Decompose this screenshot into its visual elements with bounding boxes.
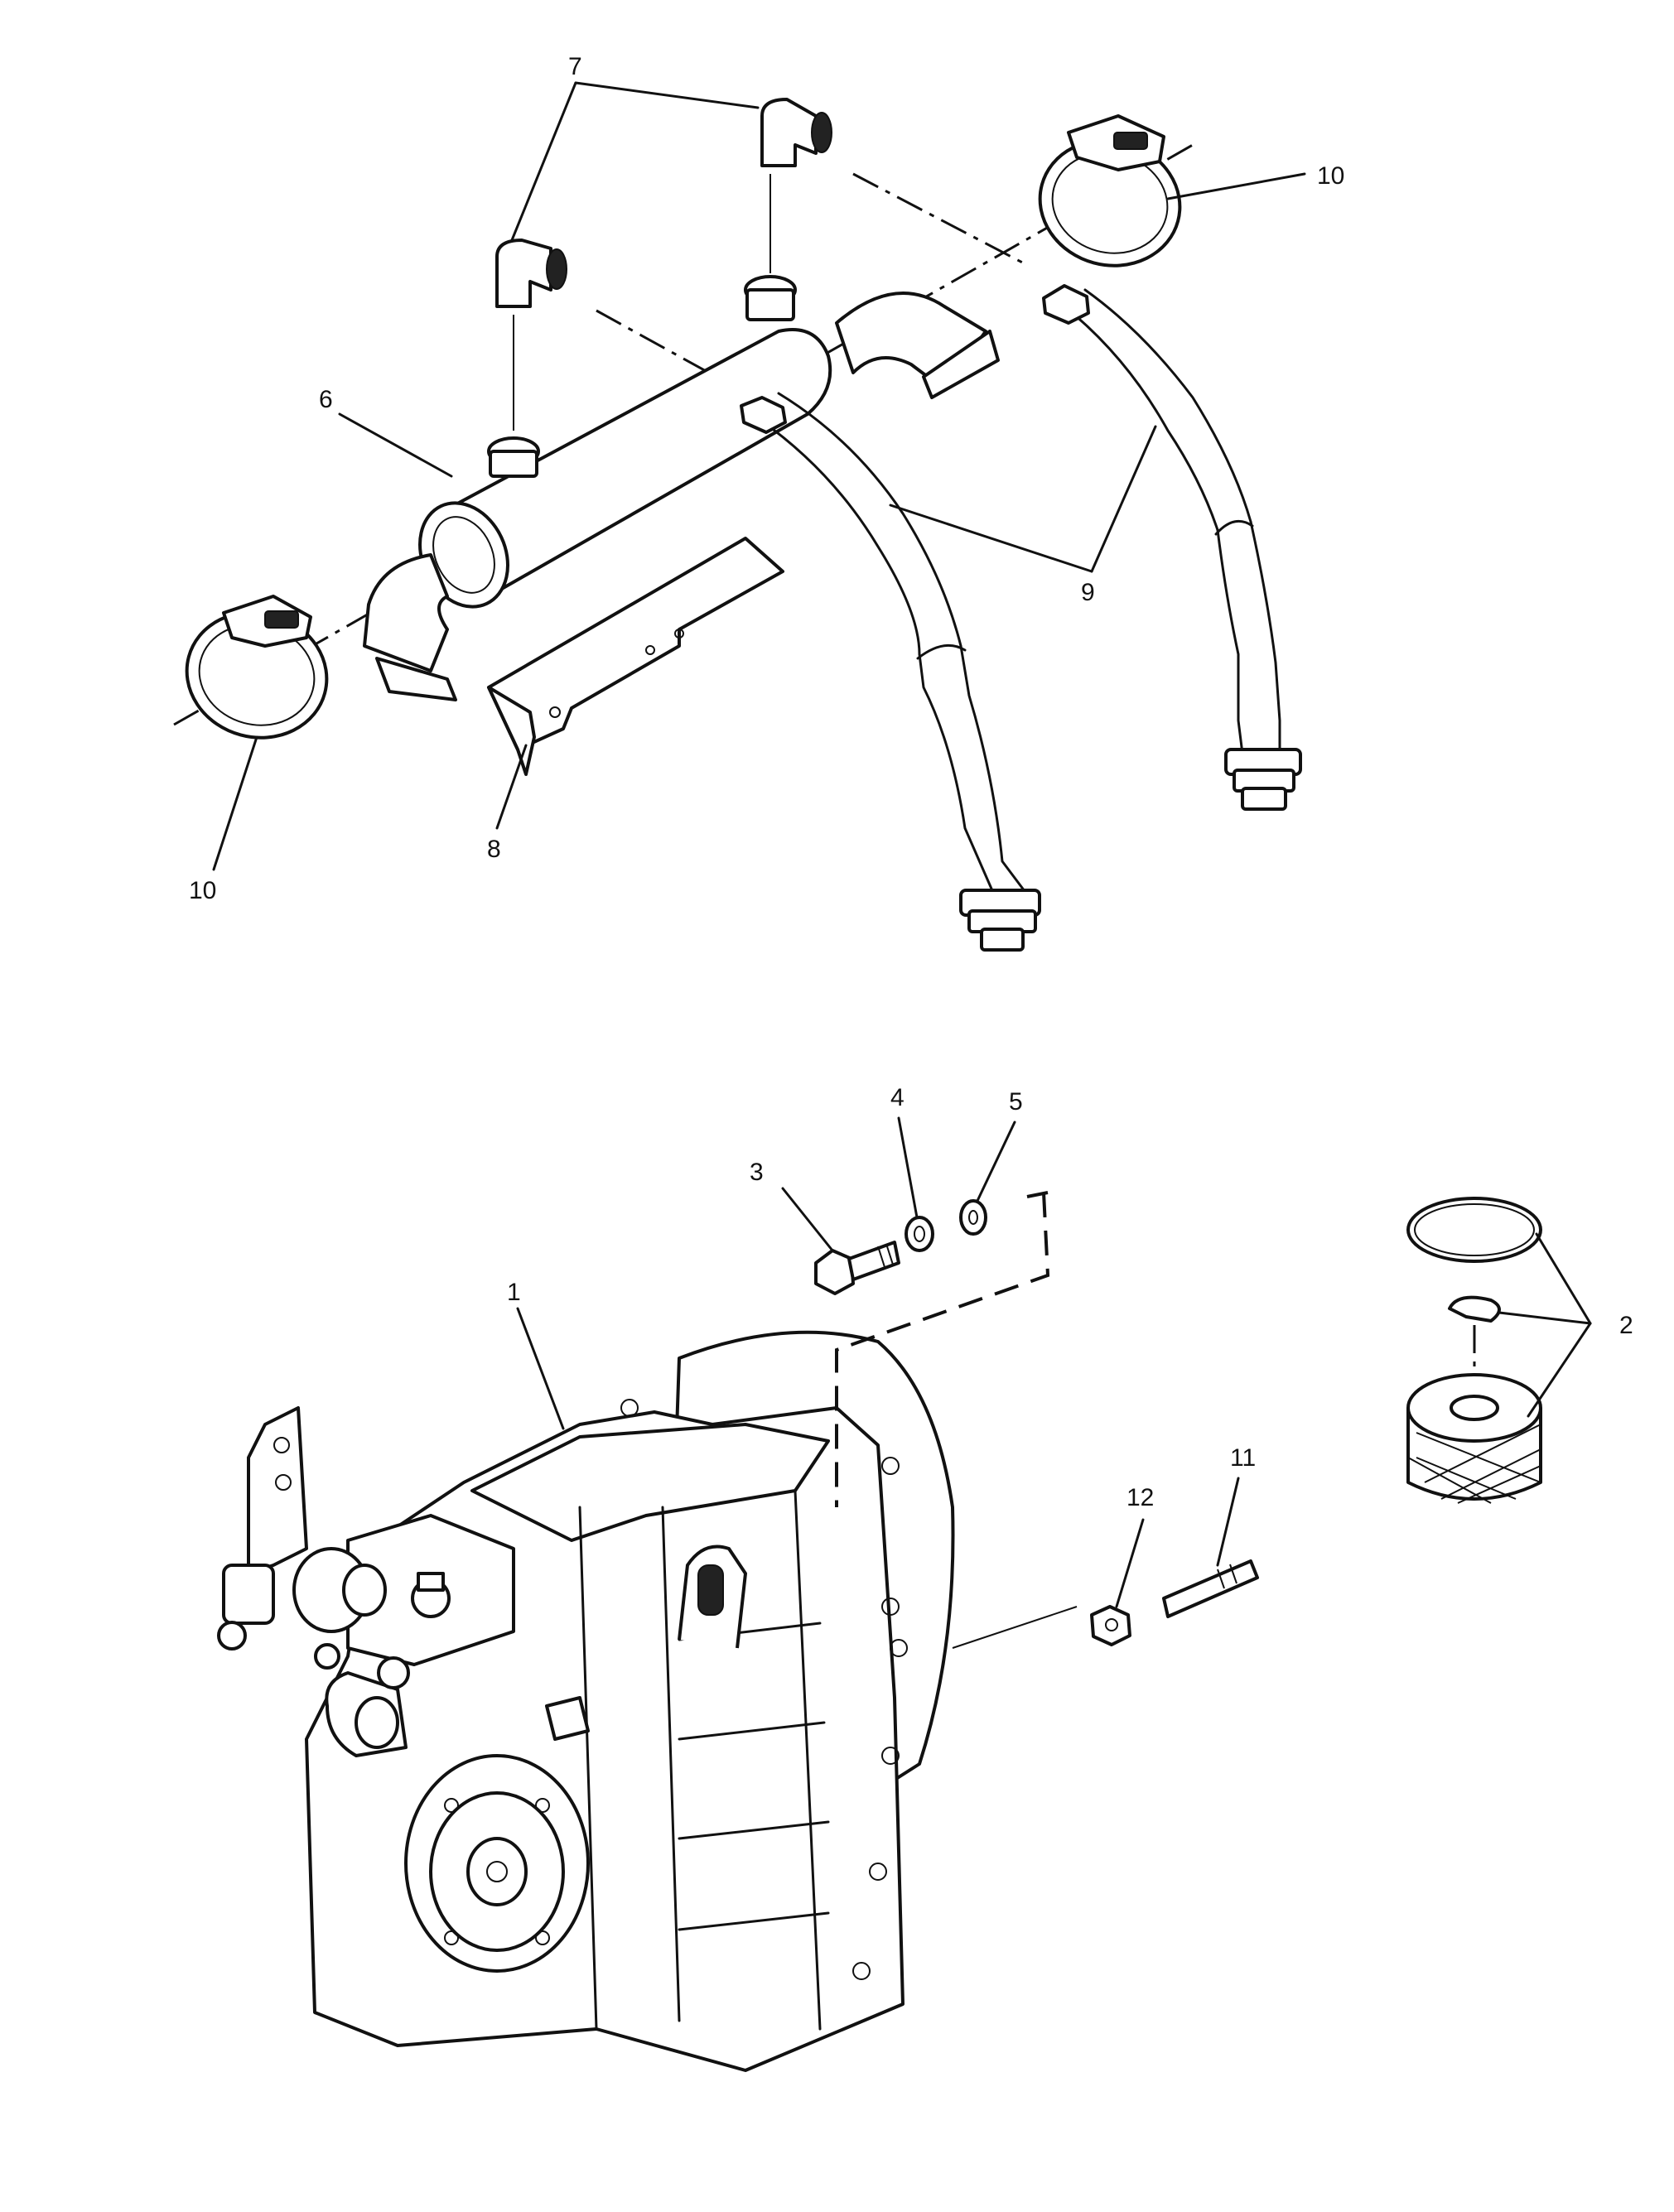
leader-5 [976,1120,1016,1202]
oil-filter-kit [1406,1197,1542,1504]
oil-cooler [363,275,1000,701]
stud [1162,1559,1259,1618]
marine-gearbox-assembly [217,1116,1592,2072]
leader-2b [1498,1311,1592,1325]
lock-washer [905,1216,934,1252]
callout-3: 3 [750,1159,764,1186]
leader-11 [1216,1477,1240,1567]
callout-4: 4 [890,1084,905,1111]
assembly-dash-tick [1026,1191,1049,1198]
leader-3 [781,1187,834,1252]
callout-10-left: 10 [189,877,216,904]
stud-alignment-line [952,1606,1078,1649]
leader-2c [1527,1322,1592,1418]
oil-cooler-assembly [173,81,1306,952]
callout-5: 5 [1009,1088,1023,1116]
shift-lever [217,1406,308,1651]
callout-9: 9 [1081,579,1095,606]
assembly-dashed-line [835,1192,1050,1507]
hose-left [740,392,1041,952]
leader-12 [1115,1518,1145,1608]
bolt [814,1241,900,1295]
leader-9b [1090,425,1157,573]
elbow-fitting-right [760,98,832,273]
nut [1090,1605,1131,1646]
callout-6: 6 [319,386,333,413]
callout-labels: 7 10 6 9 8 10 4 5 3 1 2 11 12 [189,53,1633,1511]
callout-8: 8 [487,836,501,863]
leader-10-right [1166,172,1306,200]
leader-6 [338,412,453,478]
elbow-fitting-left [495,239,567,431]
filter-o-ring [1406,1197,1542,1263]
leader-4 [897,1116,919,1219]
leader-1 [516,1307,565,1430]
leader-2a [1535,1232,1592,1325]
leader-7a [510,81,577,242]
leader-7b [574,81,760,109]
callout-2: 2 [1619,1312,1633,1339]
callout-7: 7 [568,53,582,80]
hose-clamp-left [185,595,329,740]
filter-snap-ring [1448,1295,1501,1323]
callout-1: 1 [507,1279,521,1306]
callout-10-right: 10 [1317,162,1344,190]
leader-10-left [212,735,258,871]
callout-11: 11 [1230,1444,1256,1472]
leader-8 [495,744,528,830]
mounting-bracket [487,537,784,776]
callout-12: 12 [1126,1484,1154,1511]
flat-washer [959,1199,987,1236]
hose-clamp-right [1038,114,1182,267]
leader-9a [889,504,1093,573]
gearbox-housing [292,1330,955,2072]
filter-element [1406,1373,1542,1504]
hose-right [1042,284,1302,811]
